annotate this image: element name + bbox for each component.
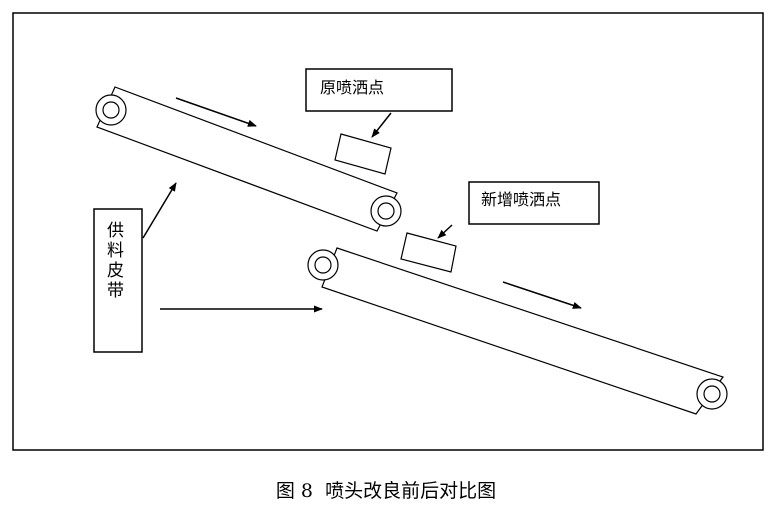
lower-belt-direction-arrow	[502, 281, 582, 309]
upper-belt-direction-arrow	[175, 97, 257, 127]
feed-belt-label: 供 料 皮 带	[107, 221, 124, 301]
original-spray-nozzle	[334, 133, 392, 175]
new-spray-point-box	[468, 181, 600, 225]
lower-belt-right-roller	[696, 378, 728, 410]
original-spray-point-label: 原喷洒点	[320, 78, 384, 97]
feed-belt-pointer-arrow	[142, 182, 177, 239]
feed-belt-char-3: 皮	[107, 261, 124, 281]
lower-belt-left-roller	[307, 249, 339, 281]
feed-belt-char-4: 带	[107, 281, 124, 301]
feed-belt-char-1: 供	[107, 221, 124, 241]
upper-belt-left-roller	[95, 94, 127, 126]
lower-conveyor-belt	[307, 247, 728, 415]
upper-belt-right-roller	[370, 195, 402, 227]
feed-belt-char-2: 料	[107, 241, 124, 261]
new-spray-nozzle	[400, 232, 457, 273]
original-spray-pointer-arrow	[371, 112, 392, 138]
figure-caption: 图 8 喷头改良前后对比图	[276, 480, 496, 502]
new-spray-pointer-arrow	[437, 224, 453, 239]
new-spray-point-label: 新增喷洒点	[481, 190, 561, 209]
upper-conveyor-belt	[95, 86, 402, 232]
original-spray-point-box	[305, 68, 453, 112]
feed-belt-box	[93, 208, 143, 353]
